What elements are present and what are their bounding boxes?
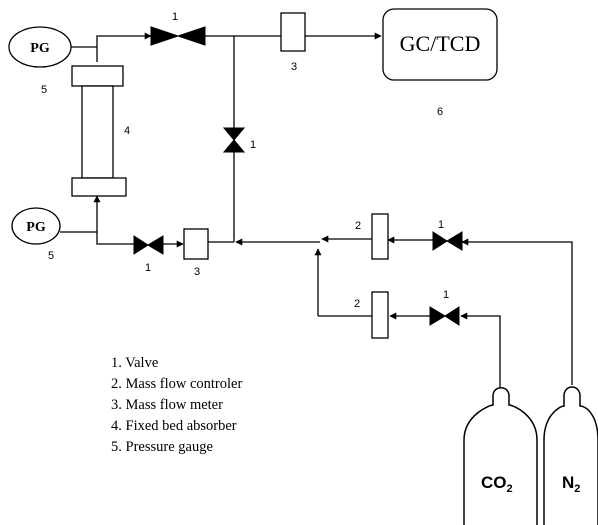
valves	[133, 26, 463, 326]
mass-flow-controller-n2	[371, 213, 389, 260]
valve-bottom-icon	[133, 235, 164, 255]
pipe-absorber-in	[93, 195, 134, 245]
label-valve-bypass: 1	[250, 139, 256, 151]
label-valve-n2: 1	[438, 219, 444, 231]
gc-tcd-box: GC/TCD	[382, 8, 498, 81]
label-valve-bottom: 1	[145, 262, 151, 274]
label-pg-top: 5	[41, 84, 47, 96]
legend-item-mfc: 2. Mass flow controler	[111, 376, 242, 392]
label-gc: 6	[437, 106, 443, 118]
fixed-bed-absorber	[71, 65, 127, 197]
legend: 1. Valve 2. Mass flow controler 3. Mass …	[111, 355, 242, 455]
label-mfm-top: 3	[291, 61, 297, 73]
label-valve-co2: 1	[443, 289, 449, 301]
absorber-column	[81, 85, 114, 179]
legend-item-mfm: 3. Mass flow meter	[111, 397, 223, 413]
valve-top-icon	[150, 26, 206, 46]
label-mfc-n2: 2	[355, 220, 361, 232]
mass-flow-controller-co2	[371, 291, 389, 339]
pg-bottom-label: PG	[26, 220, 46, 235]
legend-item-valve: 1. Valve	[111, 355, 158, 371]
valve-n2-icon	[432, 231, 463, 251]
pg-top-label: PG	[30, 41, 50, 56]
absorber-top-cap	[71, 65, 124, 87]
label-valve-top: 1	[172, 11, 178, 23]
n2-cylinder: N2	[543, 386, 598, 525]
gc-tcd-label: GC/TCD	[400, 31, 481, 56]
label-absorber: 4	[124, 125, 130, 137]
pressure-gauge-top: PG	[8, 26, 72, 68]
legend-item-absorber: 4. Fixed bed absorber	[111, 418, 237, 434]
label-mfm-bottom: 3	[194, 266, 200, 278]
co2-label: CO2	[481, 473, 513, 495]
n2-label: N2	[562, 473, 580, 495]
pipe-absorber-out	[96, 32, 152, 62]
label-mfc-co2: 2	[354, 298, 360, 310]
co2-cylinder: CO2	[463, 387, 538, 525]
pipe-n2-supply	[461, 238, 573, 385]
label-pg-bottom: 5	[48, 250, 54, 262]
mass-flow-meter-top	[280, 12, 306, 52]
pipe-co2-supply	[460, 312, 501, 387]
legend-item-pg: 5. Pressure gauge	[111, 439, 213, 455]
pipe-lines	[60, 32, 573, 387]
absorber-bottom-cap	[71, 177, 127, 197]
mass-flow-meter-bottom	[183, 228, 209, 260]
valve-bypass-icon	[222, 127, 246, 153]
pressure-gauge-bottom: PG	[11, 207, 61, 245]
valve-co2-icon	[429, 306, 460, 326]
